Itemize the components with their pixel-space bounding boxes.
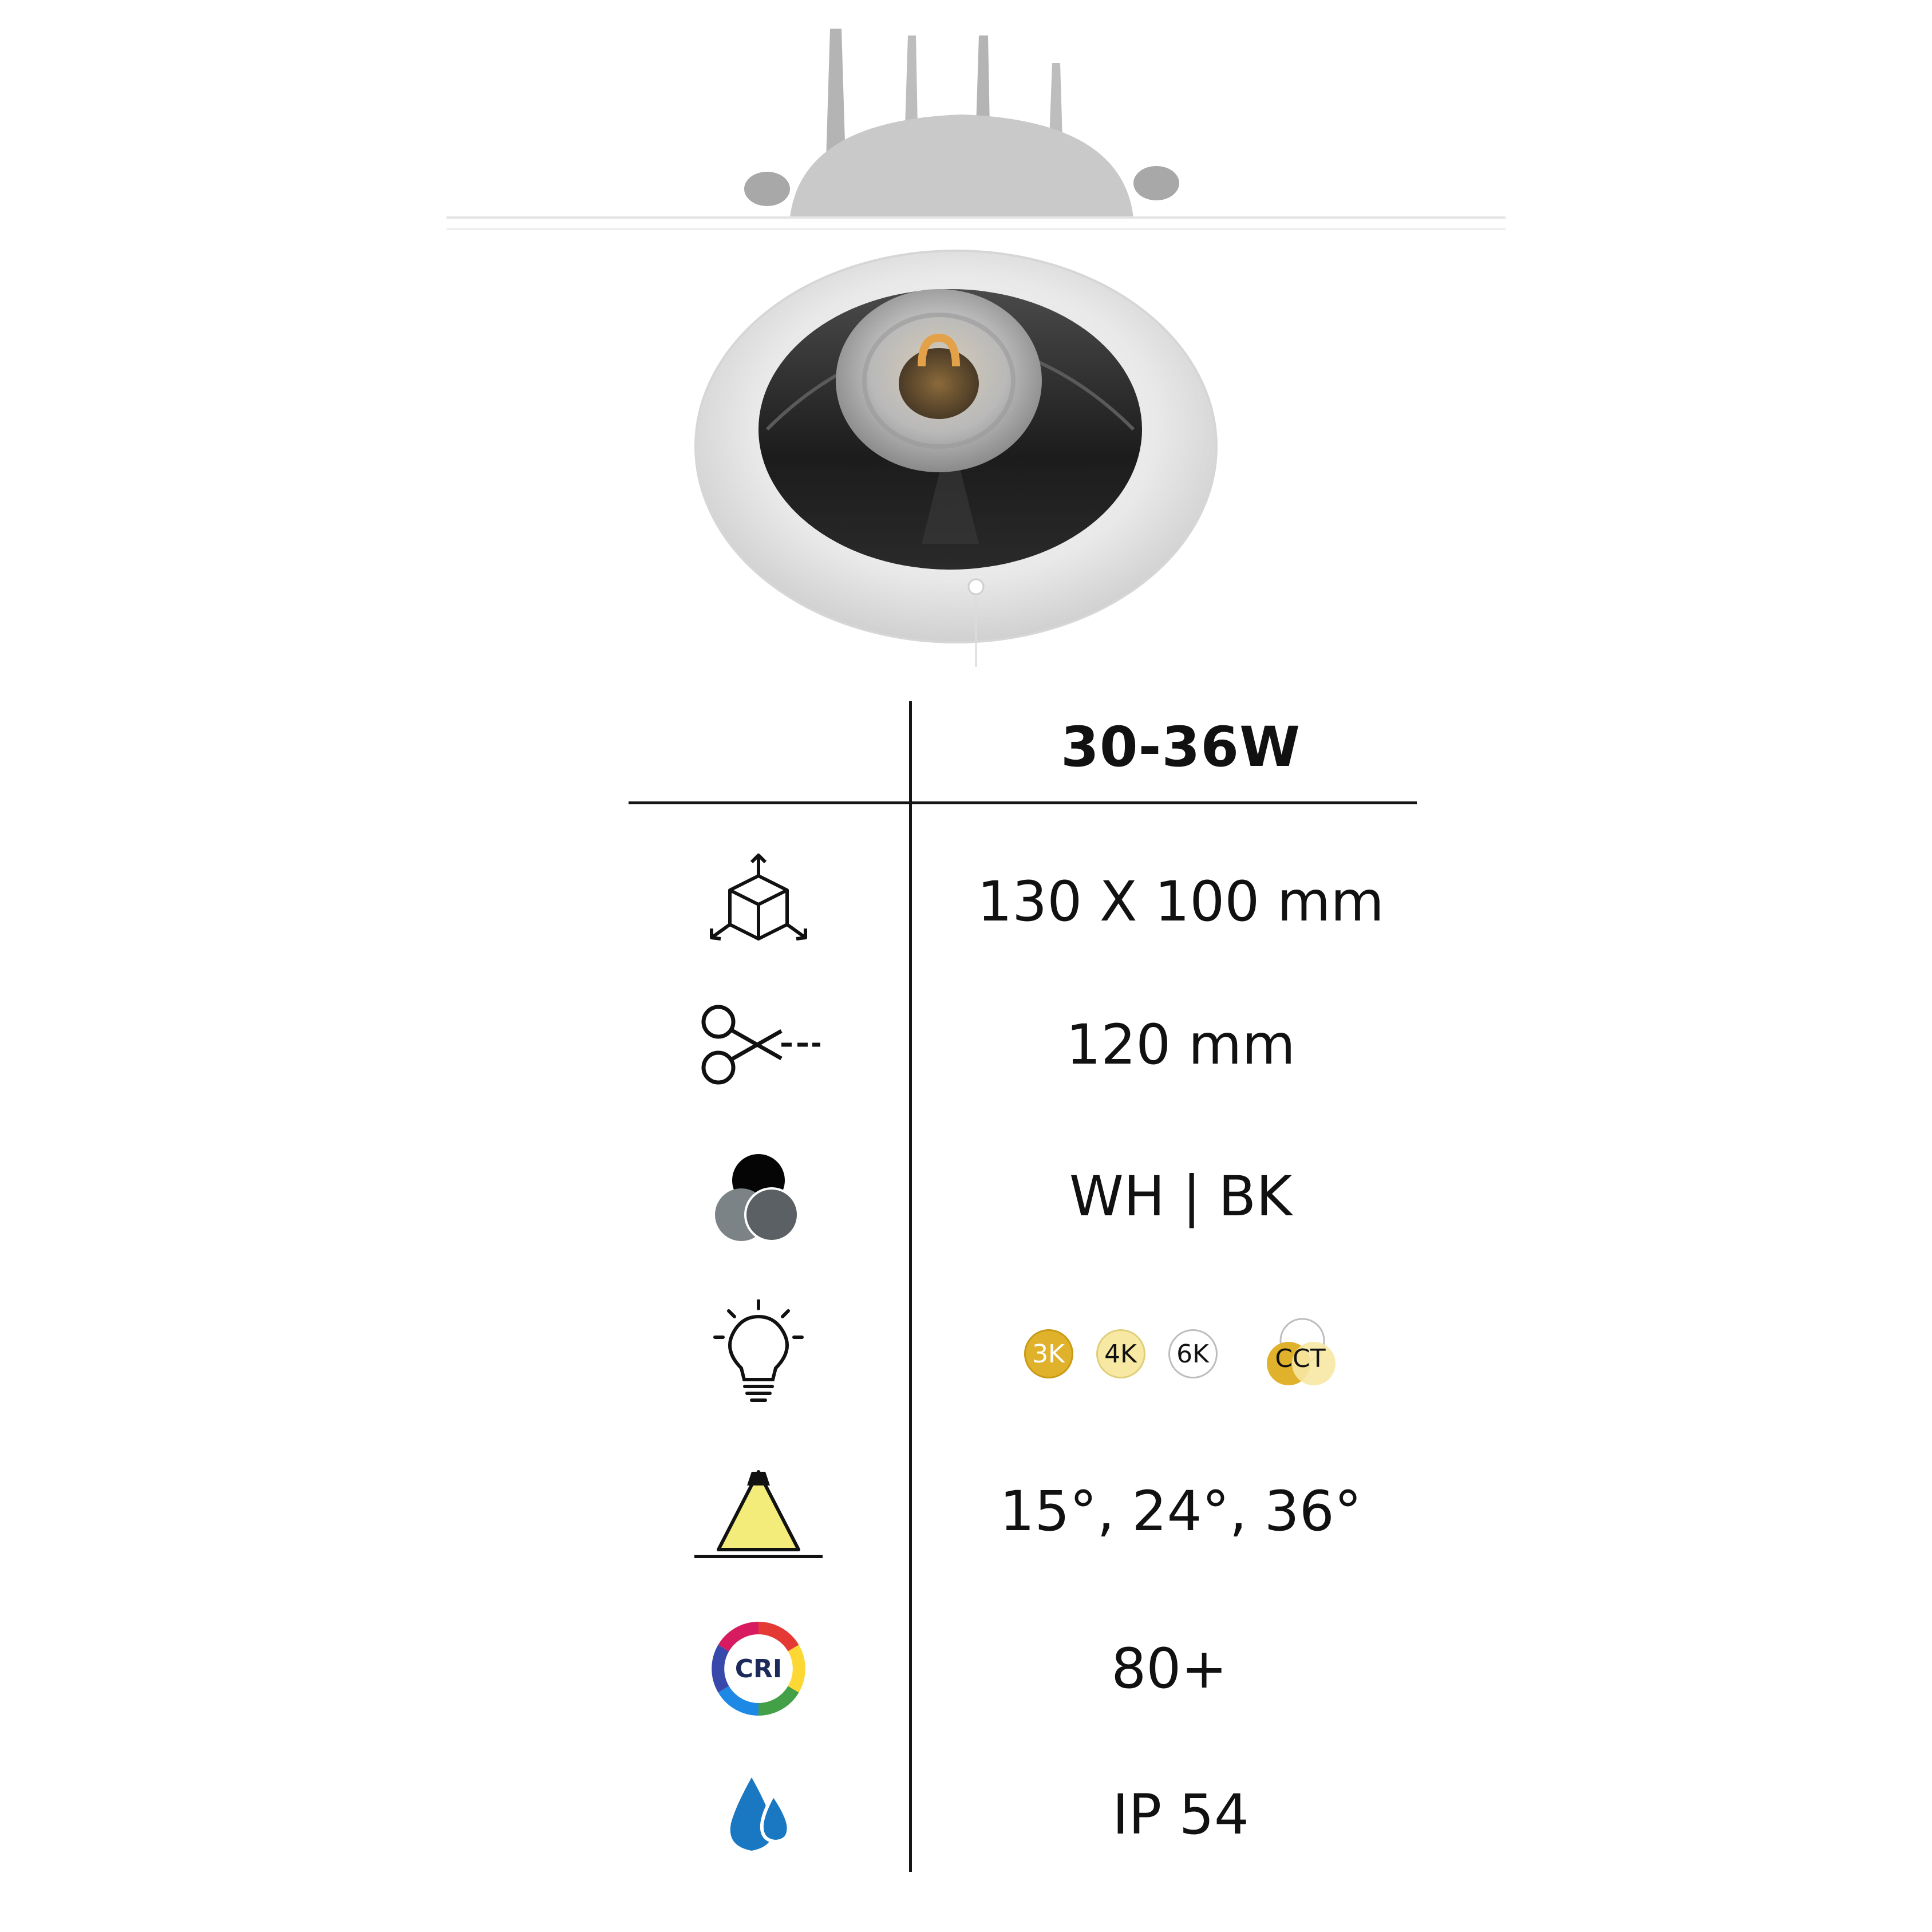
colors-value: WH | BK <box>1069 1164 1293 1228</box>
spec-row-ip: IP 54 <box>630 1749 1420 1880</box>
cct-tunable-icon: CCT <box>1263 1317 1338 1391</box>
spec-row-color-temperature: 3K 4K 6K CCT <box>630 1288 1420 1420</box>
spec-row-cutout: 120 mm <box>630 979 1420 1111</box>
cct-chip-4k: 4K <box>1096 1329 1145 1378</box>
color-circles-icon <box>664 1131 853 1262</box>
color-temperature-options: 3K 4K 6K CCT <box>910 1288 1451 1420</box>
cct-label: CCT <box>1275 1344 1326 1373</box>
cct-chip-6k: 6K <box>1168 1329 1218 1378</box>
beam-angle-value: 15°, 24°, 36° <box>999 1479 1362 1543</box>
spec-row-dimensions: 130 X 100 mm <box>630 836 1420 967</box>
cri-wheel-icon: CRI <box>664 1603 853 1735</box>
cri-badge-label: CRI <box>734 1654 783 1684</box>
spec-row-beam-angle: 15°, 24°, 36° <box>630 1445 1420 1577</box>
scissors-cut-icon <box>664 979 853 1111</box>
water-drops-icon <box>664 1749 853 1880</box>
spec-row-cri: CRI 80+ <box>630 1603 1420 1735</box>
table-header-divider <box>629 801 1417 804</box>
cct-chip-3k: 3K <box>1024 1329 1073 1378</box>
downlight-product-image <box>447 29 1506 667</box>
beam-angle-icon <box>664 1445 853 1577</box>
wattage-header: 30-36W <box>1061 715 1301 779</box>
light-bulb-icon <box>664 1288 853 1420</box>
cutout-value: 120 mm <box>1066 1013 1295 1077</box>
ip-value: IP 54 <box>1112 1783 1249 1847</box>
spec-row-colors: WH | BK <box>630 1131 1420 1262</box>
cri-value: 80+ <box>1111 1637 1227 1701</box>
heatsink <box>744 29 1179 218</box>
dimensions-cube-icon <box>664 836 853 967</box>
dimensions-value: 130 X 100 mm <box>977 870 1384 934</box>
table-vertical-divider <box>909 701 912 1872</box>
